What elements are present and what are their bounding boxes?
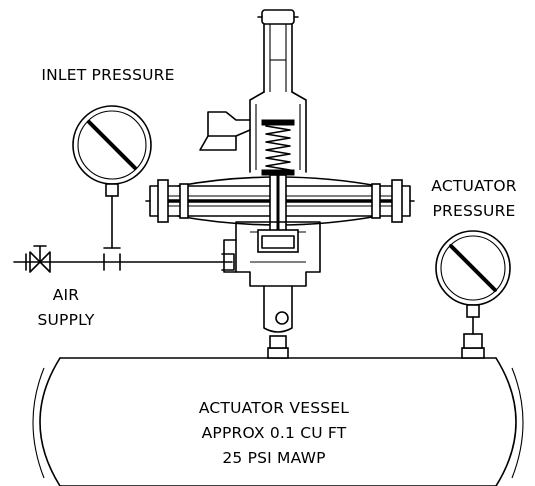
- inlet-pressure-label: INLET PRESSURE: [41, 66, 174, 84]
- vessel-title-label: ACTUATOR VESSEL: [199, 399, 349, 417]
- vessel-mawp-label: 25 PSI MAWP: [222, 449, 325, 467]
- air-supply-label-line2: SUPPLY: [37, 311, 94, 329]
- air-supply-label-line1: AIR: [53, 286, 80, 304]
- vessel-text: ACTUATOR VESSEL APPROX 0.1 CU FT 25 PSI …: [199, 399, 349, 467]
- vessel-nozzle-left: [267, 335, 289, 359]
- vessel-nozzle-right: [461, 333, 485, 359]
- actuator-pressure-label-line1: ACTUATOR: [431, 177, 516, 195]
- pressure-regulator-icon: [145, 9, 415, 333]
- inlet-pressure-gauge-icon: [72, 105, 152, 249]
- actuator-pressure-label-line2: PRESSURE: [432, 202, 515, 220]
- vessel-volume-label: APPROX 0.1 CU FT: [202, 424, 347, 442]
- actuator-pressure-gauge-icon: [435, 230, 511, 335]
- supply-valve-icon: [29, 245, 51, 273]
- air-supply-line: [13, 253, 235, 271]
